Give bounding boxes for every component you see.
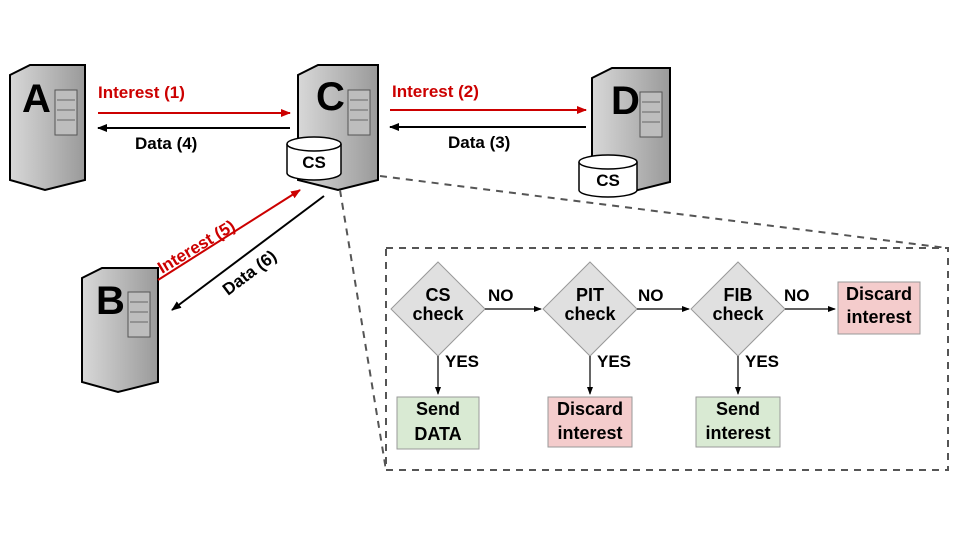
- discard-interest-fib-box: Discard interest: [837, 281, 921, 335]
- pit-check-line2: check: [564, 304, 616, 324]
- fib-yes-label: YES: [745, 352, 779, 371]
- zoom-connector-top: [379, 175, 947, 249]
- send-data-line1: Send: [416, 399, 460, 419]
- fib-check-line2: check: [712, 304, 764, 324]
- server-d-label: D: [611, 79, 640, 123]
- data-6-arrow: [171, 195, 325, 311]
- server-a: A: [9, 64, 86, 192]
- fib-check-diamond: FIB check: [690, 261, 786, 357]
- server-d-cache-icon: CS: [578, 154, 638, 198]
- server-c-label: C: [316, 75, 345, 119]
- server-c-cache-icon: CS: [286, 136, 342, 181]
- interest-5-label: Interest (5): [154, 216, 238, 277]
- server-c: C CS: [286, 64, 379, 192]
- data-3-label: Data (3): [448, 133, 510, 152]
- data-6-label: Data (6): [219, 246, 280, 299]
- server-b: B: [81, 267, 159, 394]
- send-interest-box: Send interest: [695, 396, 781, 448]
- discard-interest-pit-box: Discard interest: [547, 396, 633, 448]
- send-data-line2: DATA: [414, 424, 461, 444]
- fib-no-label: NO: [784, 286, 810, 305]
- server-c-cache-label: CS: [302, 153, 326, 172]
- discard-pit-line1: Discard: [557, 399, 623, 419]
- cs-check-line1: CS: [425, 285, 450, 305]
- interest-2-label: Interest (2): [392, 82, 479, 101]
- pit-check-line1: PIT: [576, 285, 604, 305]
- server-d: D CS: [578, 67, 671, 198]
- cs-no-label: NO: [488, 286, 514, 305]
- fib-check-line1: FIB: [724, 285, 753, 305]
- pit-yes-label: YES: [597, 352, 631, 371]
- server-d-cache-label: CS: [596, 171, 620, 190]
- discard-fib-line2: interest: [846, 307, 911, 327]
- interest-5-arrow: [157, 189, 301, 281]
- discard-pit-line2: interest: [557, 423, 622, 443]
- interest-1-label: Interest (1): [98, 83, 185, 102]
- data-4-label: Data (4): [135, 134, 197, 153]
- zoom-connector-bottom: [339, 189, 387, 471]
- send-data-box: Send DATA: [396, 396, 480, 450]
- send-interest-line2: interest: [705, 423, 770, 443]
- pit-no-label: NO: [638, 286, 664, 305]
- cs-yes-label: YES: [445, 352, 479, 371]
- pit-check-diamond: PIT check: [542, 261, 638, 357]
- cs-check-line2: check: [412, 304, 464, 324]
- server-b-label: B: [96, 279, 125, 323]
- cs-check-diamond: CS check: [390, 261, 486, 357]
- send-interest-line1: Send: [716, 399, 760, 419]
- discard-fib-line1: Discard: [846, 284, 912, 304]
- server-a-label: A: [22, 77, 51, 121]
